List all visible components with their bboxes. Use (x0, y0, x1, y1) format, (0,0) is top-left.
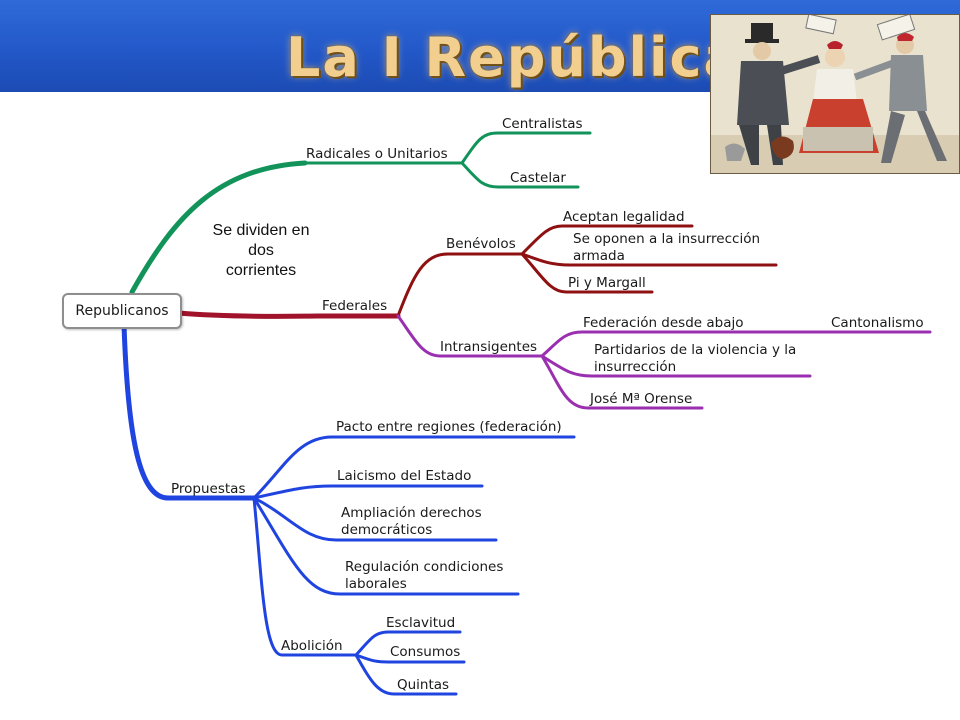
node-partidarios-line2: insurrección (594, 359, 677, 375)
node-quintas[interactable]: Quintas (397, 677, 450, 693)
node-laicismo[interactable]: Laicismo del Estado (337, 468, 472, 484)
node-radicales[interactable]: Radicales o Unitarios (306, 146, 448, 162)
node-regulacion[interactable]: Regulación condiciones (345, 559, 504, 575)
node-ampliacion[interactable]: Ampliación derechos (341, 505, 482, 521)
annotation-text: Se dividen en dos corrientes (200, 221, 322, 281)
edge-radicales-centralistas (460, 131, 592, 165)
node-federales[interactable]: Federales (322, 298, 388, 314)
node-esclavitud[interactable]: Esclavitud (386, 615, 456, 631)
node-pacto[interactable]: Pacto entre regiones (federación) (336, 419, 562, 435)
node-se-oponen[interactable]: Se oponen a la insurrección (573, 231, 761, 247)
edge-root-radicales (129, 160, 308, 295)
edge-propuestas-pacto (252, 435, 576, 500)
edge-federales-benevolos (396, 252, 524, 318)
edge-federales-intransigentes (396, 314, 544, 358)
edge-abolicion-esclavitud (354, 630, 462, 657)
edge-intrans-partidarios (540, 354, 812, 378)
edge-intrans-federacion (540, 330, 932, 358)
edge-propuestas-laicismo (252, 484, 484, 500)
edge-propuestas-regulacion (252, 496, 520, 596)
node-propuestas[interactable]: Propuestas (171, 481, 246, 497)
node-se-oponen-line2: armada (573, 248, 625, 264)
node-castelar[interactable]: Castelar (510, 170, 566, 186)
edge-propuestas-abolicion (252, 496, 358, 657)
node-centralistas[interactable]: Centralistas (502, 116, 583, 132)
node-consumos[interactable]: Consumos (390, 644, 461, 660)
node-federacion-desde-abajo[interactable]: Federación desde abajo (583, 315, 744, 331)
edge-radicales-castelar (460, 161, 580, 189)
page-title: La I República (286, 26, 742, 89)
edge-root-federales (175, 310, 401, 319)
annotation-line: Se dividen en (212, 222, 310, 239)
edge-abolicion-quintas (354, 653, 458, 696)
root-node-republicanos[interactable]: Republicanos (62, 293, 182, 329)
edge-benevolos-aceptan (520, 224, 694, 256)
annotation-line: corrientes (225, 262, 297, 279)
edge-propuestas-ampliacion (252, 496, 498, 542)
node-jose-orense[interactable]: José Mª Orense (590, 391, 693, 407)
annotation-line: dos (248, 242, 274, 259)
edge-benevolos-seoponen (520, 252, 778, 267)
node-ampliacion-line2: democráticos (341, 522, 433, 538)
edge-abolicion-consumos (354, 653, 466, 664)
node-aceptan-legalidad[interactable]: Aceptan legalidad (563, 209, 685, 225)
node-benevolos[interactable]: Benévolos (446, 236, 516, 252)
node-regulacion-line2: laborales (345, 576, 407, 592)
node-intransigentes[interactable]: Intransigentes (440, 339, 538, 355)
node-partidarios[interactable]: Partidarios de la violencia y la (594, 342, 797, 358)
cartoon-illustration (710, 14, 960, 174)
node-abolicion[interactable]: Abolición (281, 638, 343, 654)
edge-benevolos-pimargall (520, 252, 654, 294)
node-pi-y-margall[interactable]: Pi y Margall (568, 275, 646, 291)
node-cantonalismo[interactable]: Cantonalismo (831, 315, 924, 331)
edge-intrans-orense (540, 354, 704, 410)
edge-root-propuestas (121, 322, 257, 501)
cartoon-drawing (711, 15, 959, 173)
